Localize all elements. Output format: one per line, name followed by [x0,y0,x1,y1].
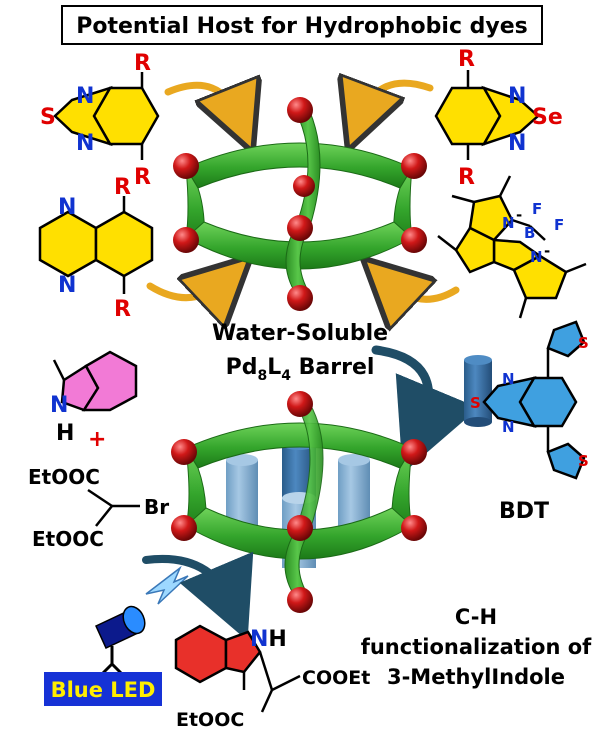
nitrogen-label: N [502,370,515,388]
pd-atom [401,153,427,179]
guest-cylinder-icon [464,355,492,427]
pd-atom [173,227,199,253]
nitrogen-label: N [50,393,68,418]
bromine-label: Br [144,495,169,519]
r-group-label: R [114,175,131,200]
bromomalonate-structure: EtOOC EtOOC Br [28,465,169,551]
r-group-label: R [458,165,475,190]
arrow-icon [388,282,460,299]
pd-atom [287,587,313,613]
ch-line1: C-H [455,605,497,629]
led-flashlight-icon [95,565,189,678]
benzoselenadiazole-structure: R R N N Se [434,47,563,190]
pd-atom [401,227,427,253]
ch-line2: functionalization of [361,635,592,659]
benzothiadiazole-structure: R R N N S [40,51,160,190]
nh-label: NH [250,627,287,652]
nitrogen-label: N [502,214,515,232]
r-group-label: R [134,51,151,76]
quinoxaline-structure: R R N N [38,175,154,322]
product-structure: NH COOEt EtOOC [174,624,370,731]
barrel-label-line1: Water-Soluble [212,321,388,346]
barrel-label-line2: Pd8L4 Barrel [226,355,375,384]
nitrogen-label: N [508,84,526,109]
barrel-label: Water-Soluble Pd8L4 Barrel [212,321,388,384]
pd-atom [287,285,313,311]
blue-led-badge: Blue LED [44,672,162,706]
nitrogen-label: N [502,418,515,436]
sulfur-label: S [40,105,56,130]
encapsulation-arrow-icon [371,345,479,474]
guest-cylinder-icon [226,454,258,528]
sulfur-label: S [470,394,481,412]
pd-atom [401,515,427,541]
bodipy-structure: N - B F F N - [437,175,587,319]
r-group-label: R [134,165,151,190]
r-group-label: R [114,297,131,322]
bdt-label: BDT [499,499,549,524]
nitrogen-label: N [76,131,94,156]
title-text: Potential Host for Hydrophobic dyes [76,14,528,39]
empty-pd8l4-barrel [173,97,427,311]
etooc-label: EtOOC [28,465,100,489]
pd-atom [173,153,199,179]
ch-functionalization-caption: C-H functionalization of 3-MethylIndole [361,605,592,689]
r-group-label: R [458,47,475,72]
arrow-icon [146,280,226,298]
nitrogen-label: N [58,195,76,220]
title-box: Potential Host for Hydrophobic dyes [61,5,543,45]
bdt-structure: S S N N S [470,320,589,480]
guest-cylinder-icon [338,454,370,528]
sulfur-label: S [578,452,589,470]
cooet-label: COOEt [302,667,370,689]
pd-atom [293,175,315,197]
selenium-label: Se [532,105,563,130]
light-bolt-icon [145,565,189,605]
nitrogen-label: N [76,84,94,109]
plus-sign: + [88,427,106,452]
blue-led-label: Blue LED [51,678,156,702]
methylindole-structure: N H + [50,350,138,452]
sulfur-label: S [578,334,589,352]
pd-atom [287,515,313,541]
pd-atom [401,439,427,465]
etooc-label: EtOOC [176,709,244,731]
boron-label: B [524,224,535,242]
minus-charge: - [544,242,550,260]
nitrogen-label: N [530,248,543,266]
reaction-arrow-icon [142,551,254,641]
fluorine-label: F [554,216,564,234]
ch-line3: 3-MethylIndole [387,665,565,689]
nitrogen-label: N [508,131,526,156]
pd-atom [171,515,197,541]
pd-atom [171,439,197,465]
arrow-icon [360,83,434,118]
pd-atom [287,391,313,417]
loaded-pd8l4-barrel [171,391,427,613]
minus-charge: - [516,206,522,224]
etooc-label: EtOOC [32,527,104,551]
fluorine-label: F [532,200,542,218]
arrow-icon [164,85,240,120]
gold-arrows [146,83,460,299]
pd-atom [287,215,313,241]
nitrogen-label: N [58,273,76,298]
hydrogen-label: H [56,421,74,446]
pd-atom [287,97,313,123]
